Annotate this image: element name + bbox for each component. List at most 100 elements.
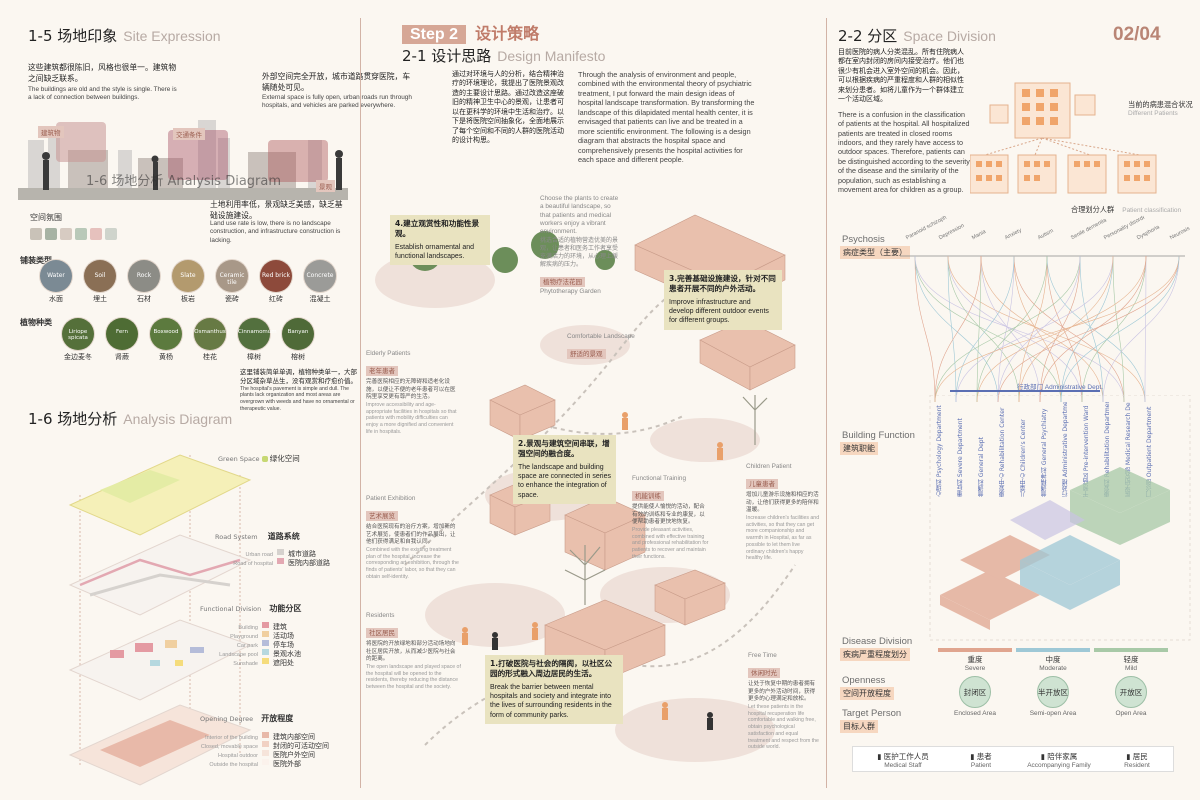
green-space-en: Green Space xyxy=(218,455,260,463)
atmosphere-swatch xyxy=(90,228,102,240)
connection-line xyxy=(1081,255,1147,403)
paving-name-cn: 板岩 xyxy=(181,295,195,303)
children-desc-en: Increase children's facilities and activ… xyxy=(746,514,820,562)
legend-en: Road of hospital xyxy=(233,561,273,567)
legend-en: Urban road xyxy=(245,552,273,558)
elderly-cn: 老年患者 xyxy=(366,366,398,377)
site-urban-cn: 外部空间完全开放，城市道路贯穿医院，车辆随处可见。 xyxy=(262,72,411,92)
paving-name-en: Soil xyxy=(94,272,106,279)
annot-elderly: Elderly Patients 老年患者 完善医院相应的无障碍和适老化设施，以… xyxy=(366,350,461,436)
plant-circle: Osmanthus xyxy=(194,318,226,350)
connection-line xyxy=(1102,255,1180,403)
current-cn: 当前的病患混合状况 xyxy=(1128,100,1193,109)
plant-circle: Fern xyxy=(106,318,138,350)
connection-line xyxy=(947,255,1146,403)
legend-swatch xyxy=(262,648,269,655)
connection-line xyxy=(947,255,1083,403)
legend-opening: Opening Degree 开放程度 Interior of the buil… xyxy=(200,713,329,768)
paving-circle: Red brick xyxy=(260,260,292,292)
severity-cn: 轻度 xyxy=(1123,655,1139,664)
opening-title-en: Opening Degree xyxy=(200,715,254,723)
paving-name-en: Slate xyxy=(180,272,196,279)
openness-circle: 半开放区 xyxy=(1037,676,1069,708)
children-cn: 儿童患者 xyxy=(746,479,778,490)
legend-cn: 医院户外空间 xyxy=(273,751,315,759)
division-title-en: Space Division xyxy=(903,28,996,44)
plant-circle: Boxwood xyxy=(150,318,182,350)
free-time-en: Free Time xyxy=(748,652,777,659)
legend-en: Sunshade xyxy=(233,661,258,667)
connection-line xyxy=(914,255,1062,403)
legend-en: Hospital outdoor xyxy=(217,753,258,759)
paving-circle: Concrete xyxy=(304,260,336,292)
target-cn: ▮ 医护工作人员 xyxy=(877,752,929,761)
training-cn: 机能训练 xyxy=(632,491,664,502)
connection-line xyxy=(1046,255,1146,403)
elderly-desc-cn: 完善医院相应的无障碍和适老化设施，以便让不便的老年患者可以在医院里享受更有尊严的… xyxy=(366,379,456,401)
step-1-cn: 1.打破医院与社会的隔阂，以社区公园的形式融入周边居民的生活。 xyxy=(490,659,613,679)
openness-en: Semi-open Area xyxy=(1029,710,1077,717)
site-photo-collage: 建筑物 交通条件 景观 1-6 场地分析 Analysis Diagram xyxy=(18,110,348,200)
annot-training: Functional Training 机能训练 提供能使人愉悦的活动，配合有效… xyxy=(632,475,710,561)
paving-name-cn: 埋土 xyxy=(93,295,107,303)
paving-name-cn: 瓷砖 xyxy=(225,295,239,303)
step-heading: Step 2 设计策略 xyxy=(402,20,539,44)
connection-line xyxy=(1018,255,1114,403)
residents-desc-cn: 将医院的开放绿地和部分活动场地向社区居民开放，从而减少医院与社会的距离。 xyxy=(366,641,456,663)
legend-en: Landscape pool xyxy=(219,652,258,658)
paving-name-cn: 石材 xyxy=(137,295,151,303)
comfortable-en: Comfortable Landscape xyxy=(567,333,635,340)
connection-line xyxy=(997,255,1015,403)
step-3-en: Improve infrastructure and develop diffe… xyxy=(669,298,769,325)
legend-swatch xyxy=(262,740,269,747)
exhibition-en: Patient Exhibition xyxy=(366,495,416,502)
connection-line xyxy=(1046,255,1083,403)
function-title-cn: 功能分区 xyxy=(269,604,302,613)
paving-circle: Slate xyxy=(172,260,204,292)
annot-exhibition: Patient Exhibition 艺术展览 结合医院现有的治疗方案，增加新的… xyxy=(366,495,461,581)
connection-line xyxy=(934,255,982,403)
connection-line xyxy=(955,255,1015,403)
phyto-desc-en: Choose the plants to create a beautiful … xyxy=(540,195,619,236)
connection-line xyxy=(1144,255,1147,403)
training-desc-en: Provide pleasant activities, combined wi… xyxy=(632,526,709,560)
legend-en: Closed, movable space xyxy=(200,744,258,750)
road-title-cn: 道路系统 xyxy=(267,532,300,541)
overlay-analysis-title: 1-6 场地分析 Analysis Diagram xyxy=(86,174,282,189)
paving-name-en: Ceramic tile xyxy=(219,272,245,286)
legend-swatch xyxy=(262,749,269,756)
children-desc-cn: 增加儿童游乐设施和相应的活动，让他们获得更多的陪伴和温暖。 xyxy=(746,492,819,514)
connection-line xyxy=(914,255,936,403)
legend-swatch xyxy=(262,731,269,738)
legend-cn: 医院外部 xyxy=(273,760,301,768)
phyto-cn: 植物疗法花园 xyxy=(540,277,585,288)
connection-line xyxy=(1018,255,1048,403)
connection-line xyxy=(934,255,1180,403)
severity-bar xyxy=(1016,648,1090,652)
step-4-cn: 4.建立观赏性和功能性景观。 xyxy=(395,219,480,239)
atmosphere-swatch xyxy=(75,228,87,240)
site-expression-title-cn: 1-5 场地印象 xyxy=(28,27,118,45)
legend-swatch xyxy=(277,548,284,555)
psychosis-cn: 病症类型（主要） xyxy=(840,246,910,259)
annot-phytotherapy: Choose the plants to create a beautiful … xyxy=(540,195,622,296)
legend-cn: 城市道路 xyxy=(288,550,316,558)
residents-en: Residents xyxy=(366,612,395,619)
connection-line xyxy=(914,255,1125,403)
connection-line xyxy=(980,255,1041,403)
legend-cn: 建筑 xyxy=(273,623,287,631)
paving-name-cn: 水面 xyxy=(49,295,63,303)
psychosis-connections xyxy=(900,255,1185,403)
openness-en: Open Area xyxy=(1115,710,1147,717)
paving-name-en: Water xyxy=(47,272,65,279)
connection-line xyxy=(1060,255,1180,403)
